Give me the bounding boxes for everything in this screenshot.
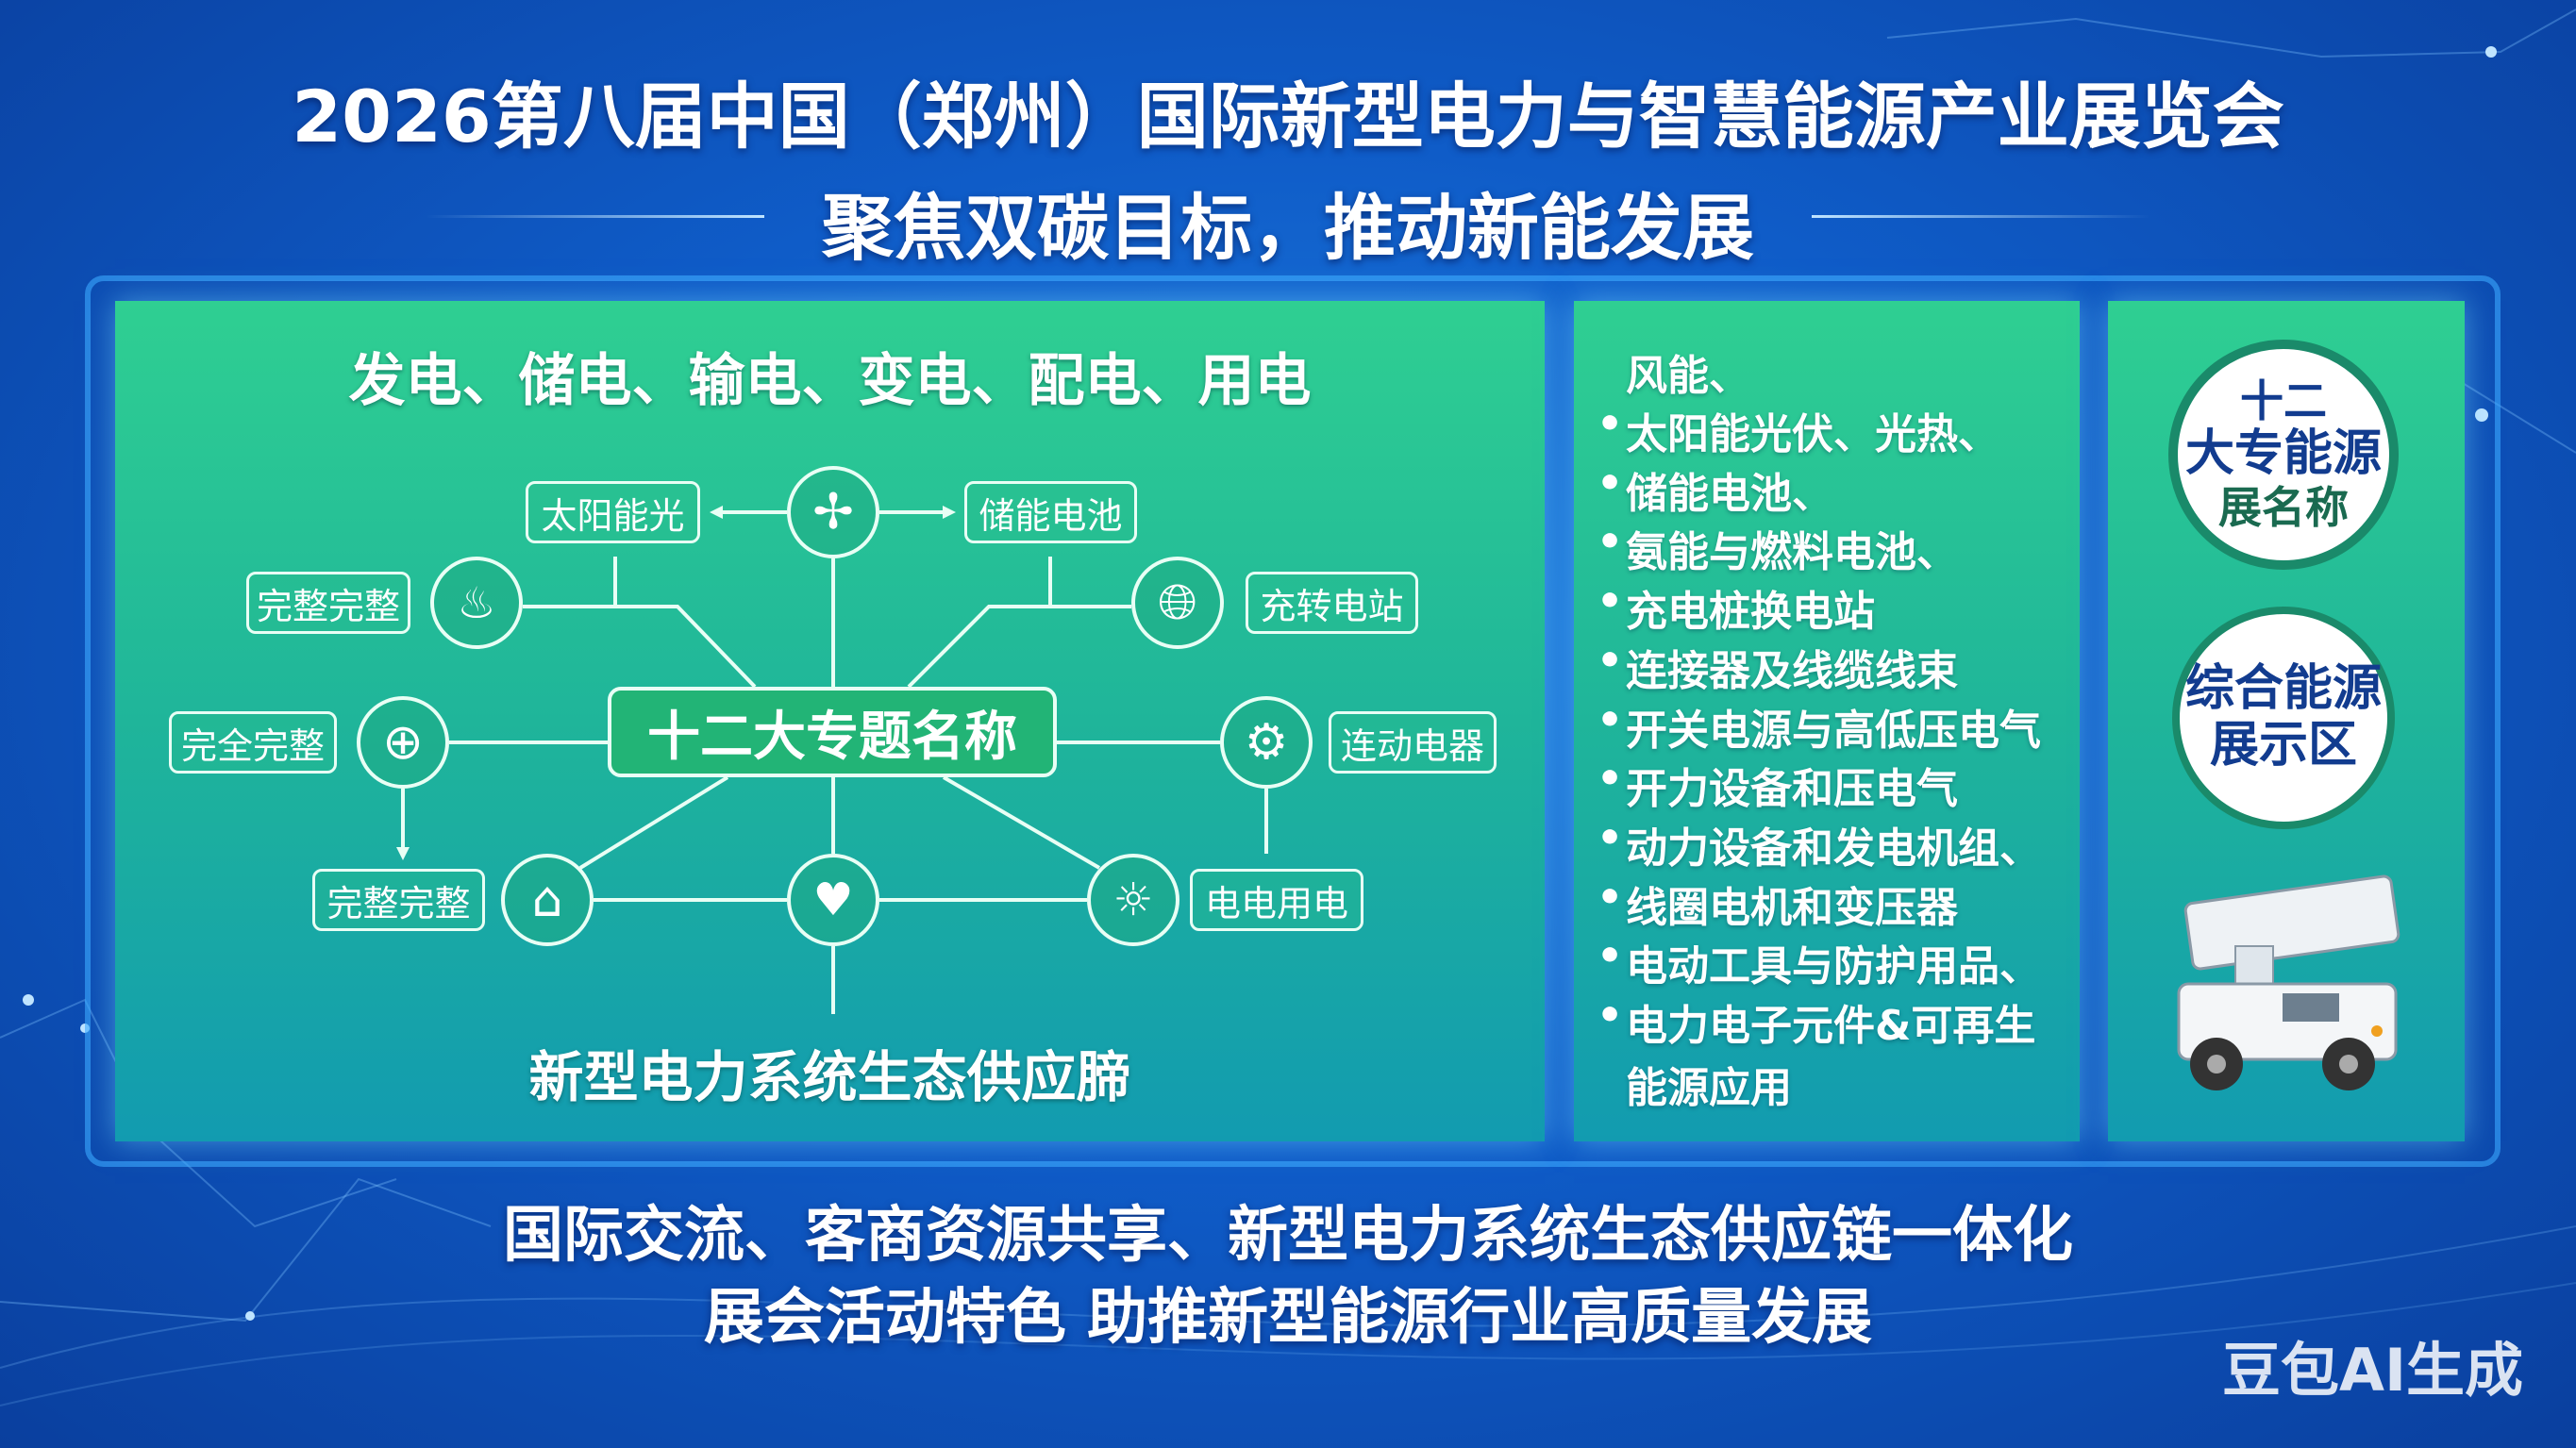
list-item: 太阳能光伏、光热、 bbox=[1626, 410, 1999, 458]
bullet-icon: • bbox=[1597, 400, 1624, 448]
bullet-icon: • bbox=[1597, 991, 1624, 1040]
bullet-icon: • bbox=[1597, 813, 1624, 862]
center-topic-box[interactable]: 十二大专题名称 bbox=[608, 687, 1057, 777]
node-solar[interactable]: 太阳能光 bbox=[526, 481, 700, 543]
node-complete-2[interactable]: 完全完整 bbox=[169, 711, 337, 774]
bullet-icon: • bbox=[1597, 577, 1624, 626]
gear-icon: ⚙ bbox=[1220, 696, 1313, 789]
bullet-icon: • bbox=[1597, 458, 1624, 508]
node-charging-station[interactable]: 充转电站 bbox=[1246, 572, 1418, 634]
wind-turbine-icon: ✢ bbox=[787, 466, 879, 558]
badge-line: 展示区 bbox=[2209, 717, 2357, 774]
list-item: 电力电子元件&可再生 bbox=[1626, 1002, 2036, 1050]
bullet-icon: • bbox=[1597, 695, 1624, 744]
bullet-icon: • bbox=[1597, 636, 1624, 685]
bottom-tagline-2: 展会活动特色 助推新型能源行业高质量发展 bbox=[703, 1283, 1873, 1353]
badge-integrated-energy-zone: 综合能源 展示区 bbox=[2172, 607, 2395, 829]
bottom-tagline-1: 国际交流、客商资源共享、新型电力系统生态供应链一体化 bbox=[503, 1201, 2073, 1271]
utility-truck-image bbox=[2177, 874, 2400, 1090]
list-item: 氨能与燃料电池、 bbox=[1626, 528, 1958, 577]
ai-watermark: 豆包AI生成 bbox=[2222, 1336, 2524, 1405]
diagram-footer: 新型电力系统生态供应腣 bbox=[528, 1045, 1131, 1109]
heart-icon: ♥ bbox=[787, 854, 879, 946]
node-power-usage[interactable]: 电电用电 bbox=[1190, 869, 1363, 931]
globe-icon: 🌐︎ bbox=[1131, 557, 1224, 649]
list-item: 连接器及线缆线束 bbox=[1626, 646, 1958, 695]
list-item: 充电桩换电站 bbox=[1626, 588, 1875, 637]
list-item: 电动工具与防护用品、 bbox=[1626, 942, 2041, 991]
node-complete-3[interactable]: 完整完整 bbox=[312, 869, 485, 931]
home-icon: ⌂ bbox=[501, 854, 594, 946]
decorative-frame bbox=[85, 275, 2501, 1167]
node-electrical[interactable]: 连动电器 bbox=[1329, 711, 1497, 774]
list-item: 开力设备和压电气 bbox=[1626, 765, 1958, 814]
badge-line: 大专能源 bbox=[2184, 425, 2382, 483]
subtitle-divider-left bbox=[425, 215, 764, 218]
list-item: 储能电池、 bbox=[1626, 469, 1833, 518]
list-item: 开关电源与高低压电气 bbox=[1626, 706, 2041, 755]
node-storage-battery[interactable]: 储能电池 bbox=[964, 481, 1137, 543]
badge-twelve-exhibits: 十二 大专能源 展名称 bbox=[2168, 340, 2399, 570]
page-title: 2026第八届中国（郑州）国际新型电力与智慧能源产业展览会 bbox=[292, 75, 2284, 158]
badge-line: 十二 bbox=[2240, 375, 2327, 427]
bullet-icon: • bbox=[1597, 873, 1624, 922]
list-item: 动力设备和发电机组、 bbox=[1626, 824, 2041, 873]
page-subtitle: 聚焦双碳目标，推动新能发展 bbox=[822, 186, 1754, 270]
globe-icon: ⊕ bbox=[357, 696, 449, 789]
list-item: 线圈电机和变压器 bbox=[1626, 883, 1958, 932]
list-item: 风能、 bbox=[1626, 352, 1750, 400]
list-item: 能源应用 bbox=[1626, 1064, 1792, 1112]
bullet-icon: • bbox=[1597, 518, 1624, 567]
exhibit-list-panel bbox=[1574, 301, 2080, 1141]
badge-line: 展名称 bbox=[2218, 481, 2349, 533]
bulb-icon: ☼ bbox=[1087, 854, 1179, 946]
badge-line: 综合能源 bbox=[2184, 660, 2382, 718]
bullet-icon: • bbox=[1597, 932, 1624, 981]
diagram-heading: 发电、储电、输电、变电、配电、用电 bbox=[348, 348, 1312, 414]
node-complete-1[interactable]: 完整完整 bbox=[246, 572, 410, 634]
bullet-icon: • bbox=[1597, 755, 1624, 804]
lightbulb-icon: ♨ bbox=[430, 557, 523, 649]
